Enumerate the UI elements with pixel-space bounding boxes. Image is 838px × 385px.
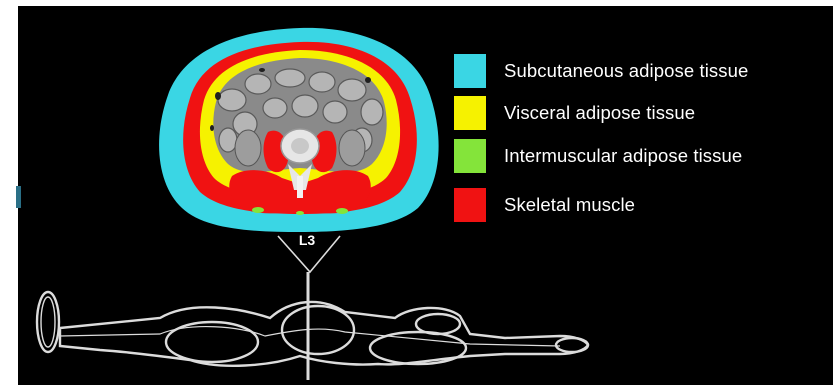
- l3-level-label: L3: [287, 232, 327, 248]
- silhouette-abdomen: [282, 306, 354, 354]
- body-silhouette: [37, 292, 588, 366]
- legend-swatch-intermuscular: [454, 139, 486, 173]
- legend-item-subcutaneous: Subcutaneous adipose tissue: [454, 54, 748, 88]
- legend-item-visceral: Visceral adipose tissue: [454, 96, 695, 130]
- silhouette-head-loop: [416, 314, 460, 334]
- silhouette-pelvis: [370, 332, 466, 364]
- ct-cross-section: [159, 28, 439, 232]
- left-kidney: [235, 130, 261, 166]
- legend-swatch-skeletal-muscle: [454, 188, 486, 222]
- legend-item-intermuscular: Intermuscular adipose tissue: [454, 139, 742, 173]
- silhouette-chest: [166, 322, 258, 362]
- silhouette-foot: [556, 338, 588, 352]
- legend-item-skeletal-muscle: Skeletal muscle: [454, 188, 635, 222]
- legend-swatch-visceral: [454, 96, 486, 130]
- right-kidney: [339, 130, 365, 166]
- legend-swatch-subcutaneous: [454, 54, 486, 88]
- legend-label-subcutaneous: Subcutaneous adipose tissue: [504, 60, 748, 82]
- legend-label-skeletal-muscle: Skeletal muscle: [504, 194, 635, 216]
- legend-label-visceral: Visceral adipose tissue: [504, 102, 695, 124]
- legend-label-intermuscular: Intermuscular adipose tissue: [504, 145, 742, 167]
- silhouette-arm-loop-inner: [41, 297, 55, 347]
